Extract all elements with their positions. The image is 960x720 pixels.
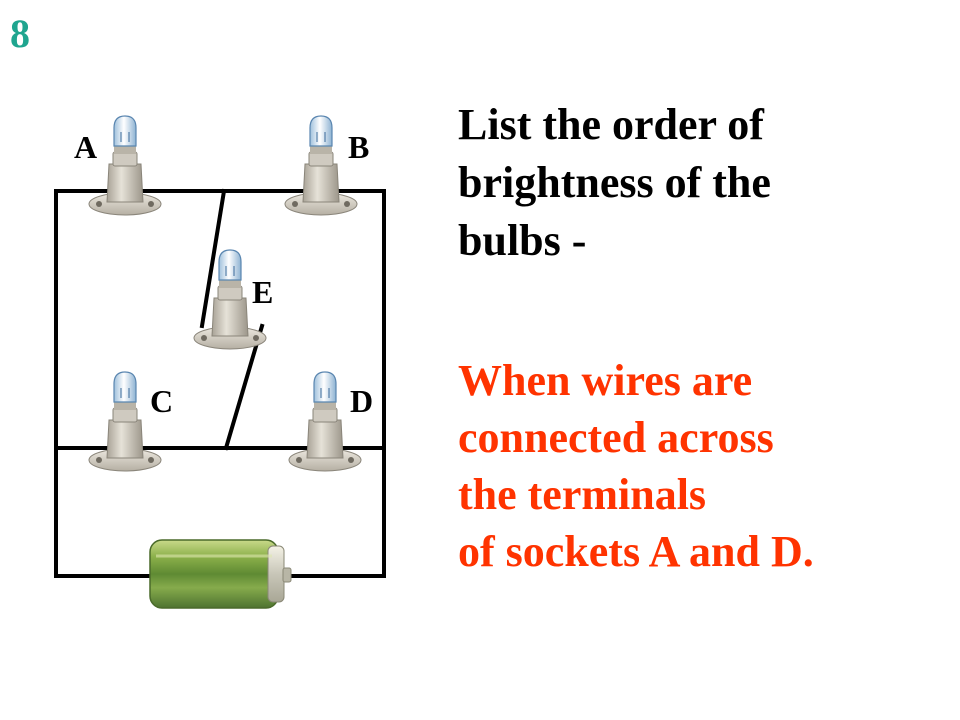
battery-icon	[149, 539, 292, 609]
question-line: List the order of	[458, 100, 764, 149]
bulb-b-icon	[284, 115, 358, 216]
slide-number: 8	[10, 11, 30, 56]
wire-to-e-lower	[223, 323, 265, 451]
label-a: A	[74, 129, 98, 165]
wire-to-e-upper	[199, 188, 227, 329]
question-text: List the order of brightness of the bulb…	[458, 96, 938, 270]
question-line: bulbs -	[458, 216, 587, 265]
label-b: B	[348, 129, 370, 165]
bulb-a-icon	[88, 115, 162, 216]
circuit-diagram	[54, 115, 386, 609]
label-d: D	[350, 383, 374, 419]
condition-line: When wires are	[458, 356, 753, 405]
condition-text: When wires are connected across the term…	[458, 352, 948, 580]
label-e: E	[252, 274, 274, 310]
condition-line: the terminals	[458, 470, 707, 519]
question-line: brightness of the	[458, 158, 771, 207]
condition-line: connected across	[458, 413, 774, 462]
label-c: C	[150, 383, 174, 419]
condition-line: of sockets A and D.	[458, 527, 814, 576]
